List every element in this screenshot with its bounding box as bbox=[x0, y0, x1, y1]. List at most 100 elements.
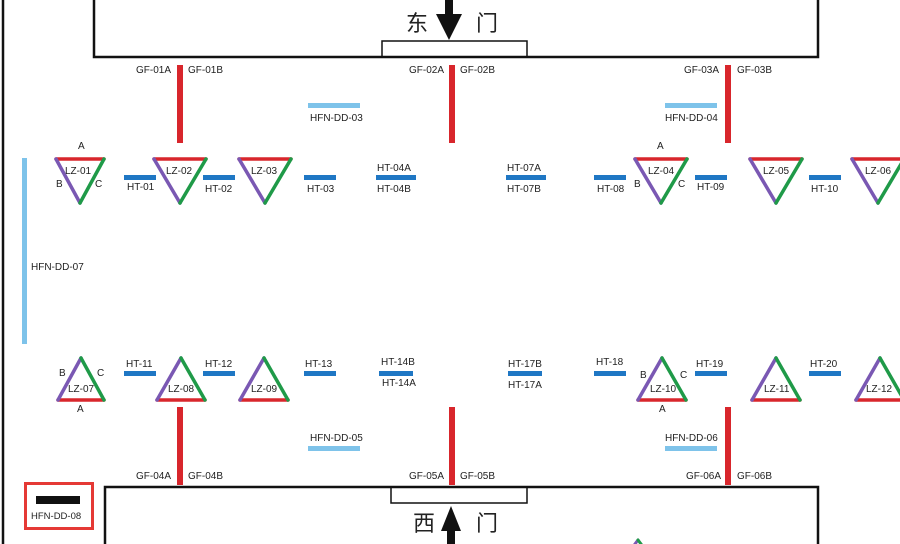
gf-label-04b: GF-04B bbox=[188, 471, 224, 482]
lz-triangle-01 bbox=[54, 157, 106, 205]
gf-label-01a: GF-01A bbox=[136, 65, 172, 76]
lz-triangle-10 bbox=[636, 356, 688, 402]
gf-label-06a: GF-06A bbox=[686, 471, 722, 482]
ht-bar-09 bbox=[695, 175, 727, 180]
lz-triangle-04 bbox=[633, 157, 689, 205]
west-gate-char-1: 西 bbox=[413, 512, 436, 537]
hfn-label-04: HFN-DD-04 bbox=[665, 113, 718, 124]
corner-c-lz07: C bbox=[97, 368, 105, 379]
corner-b-lz04: B bbox=[634, 179, 641, 190]
ht-bar-12 bbox=[203, 371, 235, 376]
west-gate-arrow-icon bbox=[441, 506, 461, 544]
ht-label-19: HT-19 bbox=[696, 359, 724, 370]
gf-label-02a: GF-02A bbox=[409, 65, 445, 76]
ht-label-09: HT-09 bbox=[697, 182, 725, 193]
corner-c-lz10: C bbox=[680, 370, 688, 381]
lz-bottom-triangles bbox=[56, 356, 900, 402]
lz-label-07: LZ-07 bbox=[68, 384, 95, 395]
ht-bar-17 bbox=[508, 371, 542, 376]
gf-label-01b: GF-01B bbox=[188, 65, 224, 76]
hfn-label-05: HFN-DD-05 bbox=[310, 433, 363, 444]
corner-a-lz04: A bbox=[657, 141, 664, 152]
gf-label-04a: GF-04A bbox=[136, 471, 172, 482]
lz-label-10: LZ-10 bbox=[650, 384, 677, 395]
lz-label-02: LZ-02 bbox=[166, 166, 193, 177]
hfn-bar-08 bbox=[36, 496, 80, 504]
gf-bar-05 bbox=[449, 407, 455, 485]
ht-bar-11 bbox=[124, 371, 156, 376]
lz-label-05: LZ-05 bbox=[763, 166, 790, 177]
hfn-label-08: HFN-DD-08 bbox=[31, 511, 82, 522]
hfn-label-06: HFN-DD-06 bbox=[665, 433, 718, 444]
hfn-bar-06 bbox=[665, 446, 717, 451]
ht-label-18: HT-18 bbox=[596, 357, 624, 368]
gf-label-06b: GF-06B bbox=[737, 471, 773, 482]
hfn-bars bbox=[22, 103, 717, 451]
ht-bars bbox=[124, 175, 841, 376]
hfn-bar-05 bbox=[308, 446, 360, 451]
lz-top-triangles bbox=[54, 157, 900, 205]
gf-bar-01 bbox=[177, 65, 183, 143]
lz-triangle-02 bbox=[152, 157, 208, 205]
hfn-bar-04 bbox=[665, 103, 717, 108]
ht-label-07a: HT-07A bbox=[507, 163, 541, 174]
gf-bar-04 bbox=[177, 407, 183, 485]
ht-bar-03 bbox=[304, 175, 336, 180]
lz-label-03: LZ-03 bbox=[251, 166, 278, 177]
corner-c-lz04: C bbox=[678, 179, 686, 190]
hfn-label-07: HFN-DD-07 bbox=[31, 262, 84, 273]
selection-highlight-box bbox=[24, 482, 94, 530]
ht-bar-18 bbox=[594, 371, 626, 376]
lz-triangle-11 bbox=[750, 356, 802, 402]
lz-label-06: LZ-06 bbox=[865, 166, 892, 177]
ht-label-17a: HT-17A bbox=[508, 380, 542, 391]
hfn-bar-07 bbox=[22, 158, 27, 344]
east-gate-frame bbox=[381, 40, 528, 58]
ht-bar-19 bbox=[695, 371, 727, 376]
east-gate-char-2: 门 bbox=[476, 12, 499, 37]
lz-triangle-07 bbox=[56, 356, 106, 402]
gf-label-02b: GF-02B bbox=[460, 65, 496, 76]
lz-label-01: LZ-01 bbox=[65, 166, 92, 177]
gf-label-03a: GF-03A bbox=[684, 65, 720, 76]
walls bbox=[1, 0, 820, 544]
ht-label-13: HT-13 bbox=[305, 359, 333, 370]
ht-label-11: HT-11 bbox=[126, 359, 153, 370]
gf-label-05a: GF-05A bbox=[409, 471, 445, 482]
hfn-label-03: HFN-DD-03 bbox=[310, 113, 363, 124]
ht-bar-08 bbox=[594, 175, 626, 180]
west-gate-frame bbox=[390, 486, 528, 504]
west-wall bbox=[103, 485, 820, 544]
corner-b-lz07: B bbox=[59, 368, 66, 379]
corner-b-lz01: B bbox=[56, 179, 63, 190]
hfn-bar-03 bbox=[308, 103, 360, 108]
lz-triangle-09 bbox=[238, 356, 290, 402]
lz-label-12: LZ-12 bbox=[866, 384, 893, 395]
lz-label-04: LZ-04 bbox=[648, 166, 675, 177]
gf-label-05b: GF-05B bbox=[460, 471, 496, 482]
lz-label-11: LZ-11 bbox=[764, 384, 790, 395]
lz-label-09: LZ-09 bbox=[251, 384, 278, 395]
east-wall bbox=[92, 0, 820, 59]
ht-label-20: HT-20 bbox=[810, 359, 838, 370]
gf-label-03b: GF-03B bbox=[737, 65, 773, 76]
corner-c-lz01: C bbox=[95, 179, 103, 190]
ht-bar-13 bbox=[304, 371, 336, 376]
ht-label-14a: HT-14A bbox=[382, 378, 416, 389]
ht-bar-10 bbox=[809, 175, 841, 180]
corner-a-lz07: A bbox=[77, 404, 84, 415]
corner-a-lz01: A bbox=[78, 141, 85, 152]
lz-triangle-12 bbox=[854, 356, 900, 402]
ht-label-03: HT-03 bbox=[307, 184, 335, 195]
gf-bar-06 bbox=[725, 407, 731, 485]
ht-bar-04 bbox=[376, 175, 416, 180]
ht-label-17b: HT-17B bbox=[508, 359, 542, 370]
ht-bar-14 bbox=[379, 371, 413, 376]
ht-bar-07 bbox=[506, 175, 546, 180]
ht-label-12: HT-12 bbox=[205, 359, 233, 370]
ht-bar-02 bbox=[203, 175, 235, 180]
ht-label-04b: HT-04B bbox=[377, 184, 411, 195]
lz-triangle-05 bbox=[748, 157, 804, 205]
east-gate-char-1: 东 bbox=[406, 12, 429, 37]
